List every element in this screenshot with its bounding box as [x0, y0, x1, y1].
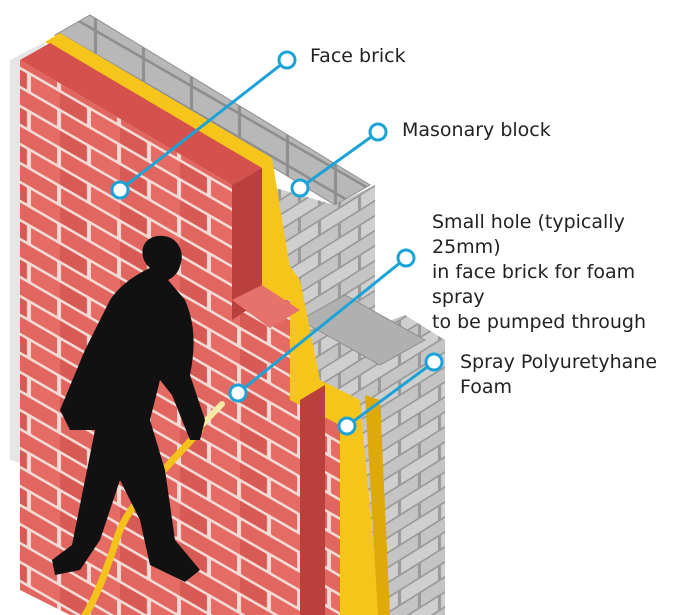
callout-face-brick [110, 50, 297, 200]
spray-hose-icon [81, 426, 204, 615]
foam-band-main [262, 228, 380, 615]
callout-dot-icon [337, 416, 357, 436]
foam-strip-top [45, 33, 272, 168]
callout-dot-icon [424, 352, 444, 372]
callout-masonry-block [290, 122, 388, 198]
face-brick-upper-side [232, 168, 262, 320]
face-brick-lower-side [300, 385, 325, 615]
callout-dot-icon [228, 383, 248, 403]
worker-silhouette-icon [52, 235, 225, 615]
face-brick-top [20, 43, 262, 185]
masonry-block-label: Masonary block [402, 119, 551, 141]
callout-dot-icon [277, 50, 297, 70]
callout-dot-icon [290, 178, 310, 198]
foam-band-shadow [365, 395, 390, 615]
callout-dot-icon [110, 180, 130, 200]
face-brick-step-top [232, 285, 300, 328]
callout-small-hole [228, 248, 416, 403]
callout-dot-icon [396, 248, 416, 268]
masonry-block-step-top [298, 294, 427, 366]
face-brick-label: Face brick [310, 45, 406, 67]
spray-foam-layer [45, 33, 390, 615]
callout-dot-icon [368, 122, 388, 142]
callout-spray-foam [337, 352, 444, 436]
spray-foam-label: Spray Polyuretyhane Foam [460, 351, 658, 398]
small-hole-label: Small hole (typically 25mm) in face bric… [432, 211, 647, 333]
